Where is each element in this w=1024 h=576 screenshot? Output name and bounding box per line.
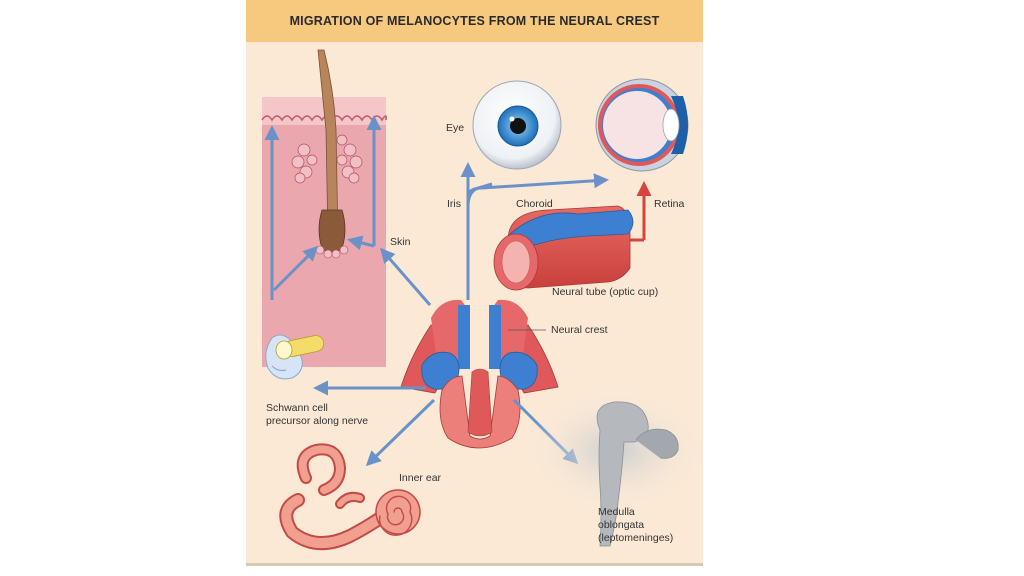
- schwann-cell: [265, 334, 325, 380]
- label-medulla-line2: oblongata: [598, 519, 645, 531]
- label-medulla: Medulla oblongata (leptomeninges): [598, 506, 673, 545]
- neural-tube: [493, 205, 634, 291]
- label-schwann-line2: precursor along nerve: [266, 415, 369, 427]
- label-skin: Skin: [390, 236, 411, 248]
- eye-front: [472, 80, 562, 170]
- label-neural-crest: Neural crest: [551, 324, 608, 336]
- label-eye: Eye: [446, 122, 465, 134]
- neural-crest-structure: [400, 299, 559, 449]
- label-schwann-cell: Schwann cell precursor along nerve: [266, 402, 368, 428]
- label-retina: Retina: [654, 198, 685, 210]
- label-medulla-line3: (leptomeninges): [598, 532, 674, 544]
- label-inner-ear: Inner ear: [399, 472, 442, 484]
- label-schwann-line1: Schwann cell: [266, 402, 328, 414]
- inner-ear: [279, 443, 421, 551]
- bottom-rule: [246, 563, 703, 566]
- title-bar: MIGRATION OF MELANOCYTES FROM THE NEURAL…: [246, 0, 703, 42]
- label-iris: Iris: [447, 198, 461, 210]
- diagram-title: MIGRATION OF MELANOCYTES FROM THE NEURAL…: [289, 14, 660, 28]
- skin-section: [261, 49, 387, 367]
- label-medulla-line1: Medulla: [598, 506, 635, 518]
- eye-cross-section: [595, 78, 689, 172]
- diagram-artwork: [261, 49, 703, 551]
- medulla: [526, 390, 703, 547]
- label-neural-tube: Neural tube (optic cup): [552, 286, 659, 298]
- label-choroid: Choroid: [516, 198, 553, 210]
- diagram-figure: MIGRATION OF MELANOCYTES FROM THE NEURAL…: [246, 0, 703, 566]
